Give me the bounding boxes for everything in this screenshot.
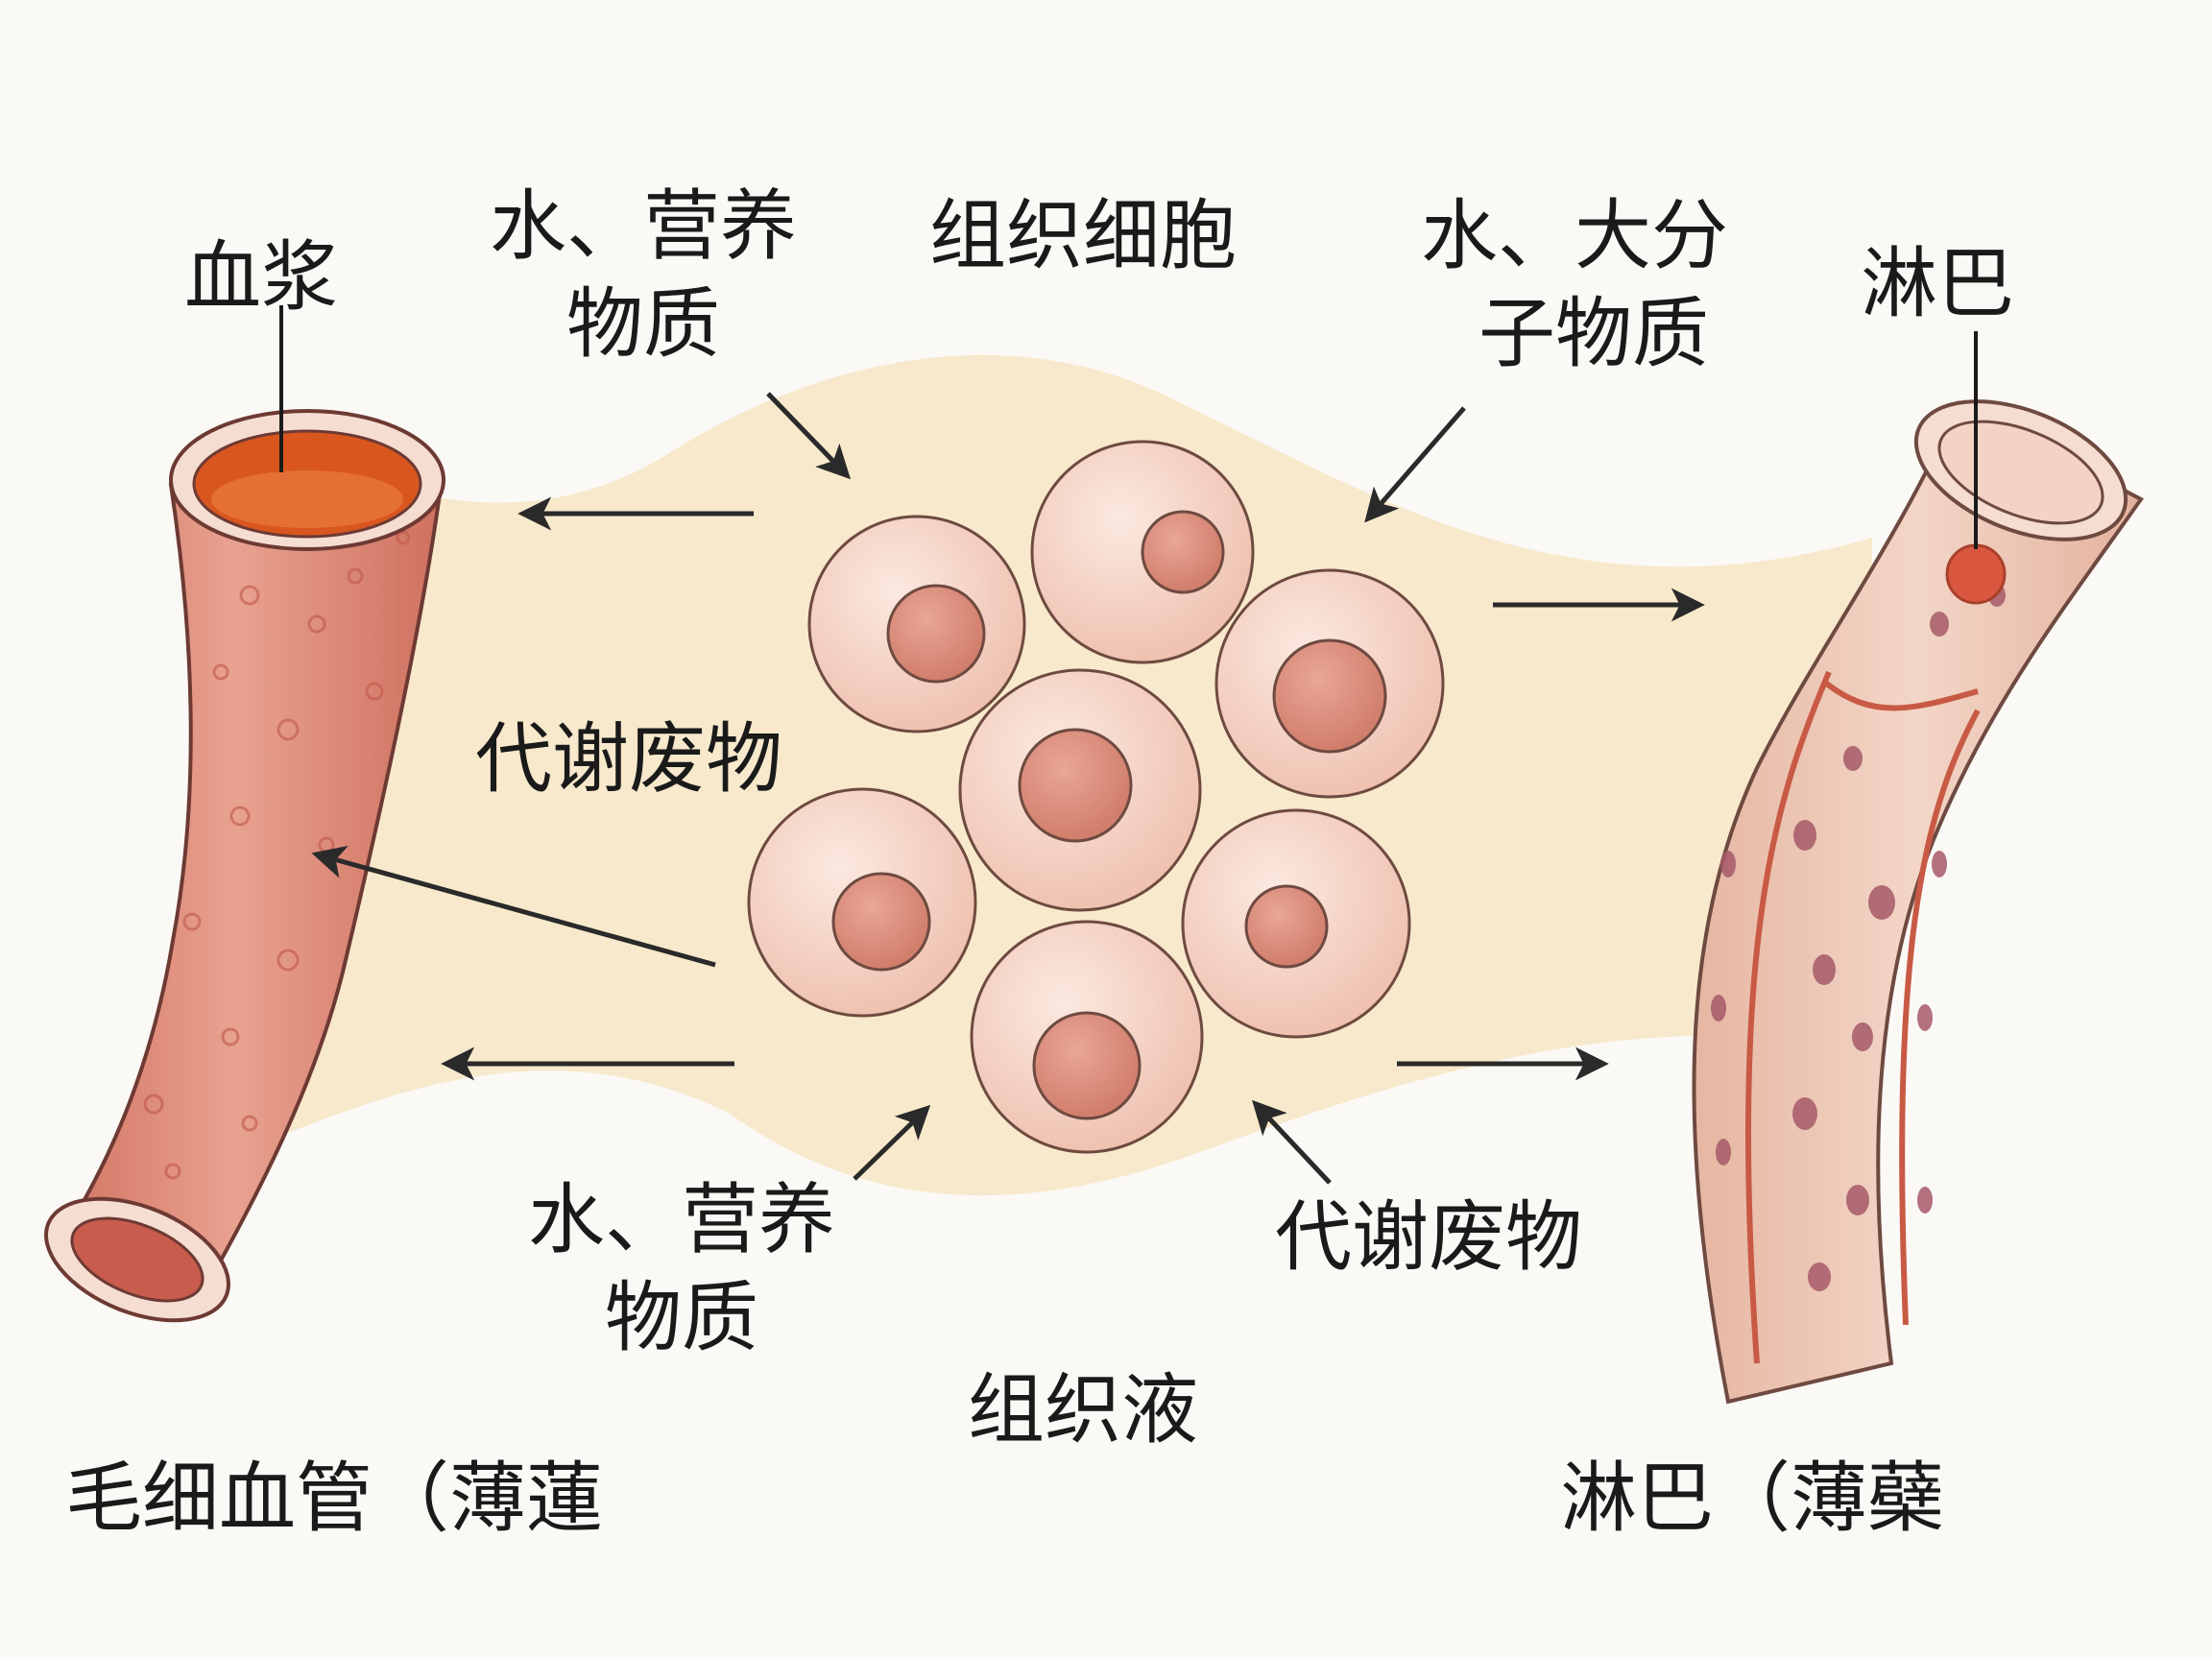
arrow-macromolecules-to-cells	[1364, 406, 1466, 523]
lymph-label: 淋巴	[1861, 239, 2014, 328]
tissue-fluid-label: 组织液	[968, 1365, 1198, 1455]
capillary-caption: 毛细血管（薄蓮	[65, 1454, 603, 1543]
water-nutrients-top-line1: 水、营养	[490, 181, 797, 271]
arrow-nutrients-bottom-to-cells	[853, 1104, 931, 1181]
metabolic-waste-left-label: 代谢废物	[475, 714, 782, 804]
tissue-cell-cluster	[747, 440, 1445, 1154]
metabolic-waste-right-label: 代谢废物	[1275, 1192, 1582, 1282]
water-macromolecules-line1: 水、大分	[1421, 191, 1728, 280]
water-nutrients-bottom-line2: 物质	[605, 1273, 758, 1363]
arrow-nutrients-top-to-cells	[766, 392, 852, 480]
water-macromolecules-line2: 子物质	[1479, 289, 1709, 379]
arrow-waste-to-capillary	[311, 845, 716, 968]
tissue-cells-label: 组织细胞	[929, 191, 1237, 280]
water-macromolecules-label: 水、大分 子物质	[1382, 187, 1767, 384]
water-nutrients-top-label: 水、营养 物质	[461, 178, 826, 374]
plasma-label: 血浆	[184, 232, 338, 322]
water-nutrients-bottom-line1: 水、营养	[528, 1175, 835, 1264]
water-nutrients-bottom-label: 水、营养 物质	[499, 1171, 864, 1368]
capillary-vessel	[44, 409, 445, 1323]
arrow-waste-right-to-cells	[1252, 1099, 1332, 1185]
lymph-caption: 淋巴（薄蘗	[1560, 1454, 1944, 1543]
lymph-vessel	[1692, 399, 2144, 1405]
water-nutrients-top-line2: 物质	[566, 279, 720, 370]
